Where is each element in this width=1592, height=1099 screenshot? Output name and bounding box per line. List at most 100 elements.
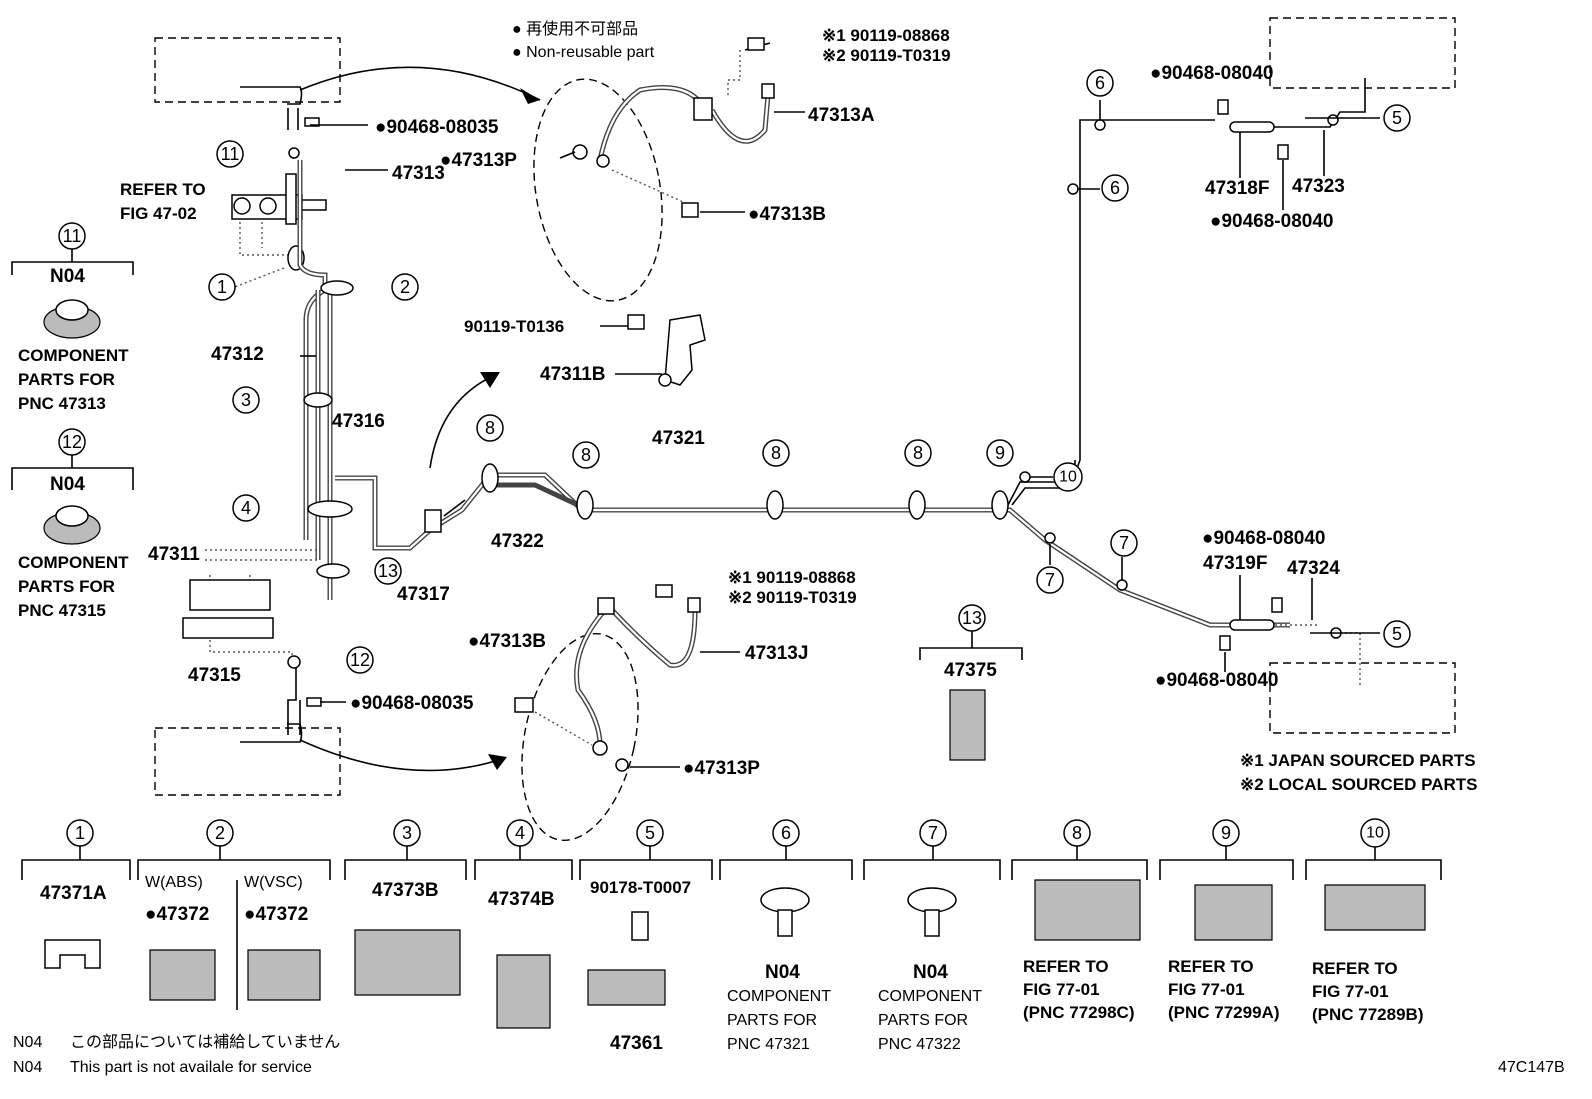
bolt-90119-T0136 [627, 314, 645, 330]
svg-text:PNC 47321: PNC 47321 [727, 1036, 810, 1053]
svg-text:N04: N04 [913, 962, 948, 983]
label-s1-bottom: ※1 90119-08868 [728, 568, 856, 587]
svg-text:PNC 47322: PNC 47322 [878, 1036, 961, 1053]
bottom-item-8: 8 REFER TO FIG 77-01 (PNC 77298C) [1011, 819, 1148, 1022]
svg-text:PNC 47315: PNC 47315 [18, 601, 106, 620]
svg-text:8: 8 [913, 443, 923, 463]
bolt-47313B-bottom [514, 697, 534, 713]
svg-text:●47372: ●47372 [145, 904, 209, 925]
svg-text:PARTS FOR: PARTS FOR [18, 370, 115, 389]
callout-9: 9 [986, 439, 1014, 467]
side-item-12-code: N04 [50, 474, 85, 495]
label-47375: 47375 [944, 660, 997, 681]
label-47315: 47315 [188, 665, 241, 686]
callout-11: 11 [216, 140, 244, 168]
label-47313A: 47313A [808, 105, 875, 126]
figure-id: 47C147B [1498, 1059, 1565, 1076]
svg-text:●47372: ●47372 [244, 904, 308, 925]
callout-3: 3 [232, 386, 260, 414]
bottom-item-5: 5 90178-T0007 47361 [579, 819, 713, 1054]
svg-text:(PNC 77289B): (PNC 77289B) [1312, 1005, 1424, 1024]
wheel-area-top [533, 78, 663, 302]
callout-6: 6 [1101, 174, 1129, 202]
refer-fig-line2: FIG 47-02 [120, 204, 197, 223]
label-47313J: 47313J [745, 643, 808, 664]
body-outline-top-right [1269, 17, 1456, 89]
note-japan-sourced: ※1 JAPAN SOURCED PARTS [1240, 751, 1476, 770]
hose-end-bottom [687, 597, 701, 613]
svg-text:12: 12 [62, 432, 82, 452]
clamp-2 [320, 280, 354, 296]
label-90119-T0136: 90119-T0136 [464, 317, 564, 336]
clamp-4 [307, 500, 353, 518]
svg-text:6: 6 [1095, 73, 1105, 93]
label-90468-08035-bottom: ●90468-08035 [350, 693, 474, 714]
body-outline-bottom-right [1269, 662, 1456, 734]
svg-text:3: 3 [241, 390, 251, 410]
svg-text:REFER TO: REFER TO [1312, 959, 1398, 978]
label-90468-08040-c: ●90468-08040 [1202, 528, 1325, 549]
svg-text:FIG 77-01: FIG 77-01 [1312, 982, 1389, 1001]
svg-text:10: 10 [1059, 469, 1077, 486]
svg-text:8: 8 [581, 445, 591, 465]
bleeder-bolt-top [747, 37, 765, 51]
clamp-13 [316, 563, 350, 579]
arrowhead [488, 754, 507, 770]
hose-47318F [1229, 121, 1275, 133]
clamp-8b [576, 490, 594, 520]
svg-text:4: 4 [241, 498, 251, 518]
label-s2-top: ※2 90119-T0319 [822, 46, 951, 65]
svg-text:13: 13 [378, 561, 398, 581]
actuator-body [189, 579, 271, 611]
callout-8: 8 [476, 414, 504, 442]
label-47316: 47316 [332, 411, 385, 432]
svg-text:(PNC 77298C): (PNC 77298C) [1023, 1003, 1135, 1022]
svg-text:47373B: 47373B [372, 880, 439, 901]
label-47311B: 47311B [540, 364, 606, 385]
clamp-8d [908, 490, 926, 520]
svg-text:6: 6 [1110, 178, 1120, 198]
side-item-12: 12 N04 COMPONENT PARTS FOR PNC 47315 [11, 428, 134, 620]
svg-text:5: 5 [1392, 108, 1402, 128]
banjo-bolt-top [572, 144, 588, 160]
svg-text:8: 8 [485, 418, 495, 438]
hose-end-top [761, 83, 775, 99]
n04-note-jp: この部品については補給していません [70, 1033, 340, 1051]
bottom-item-6: 6 N04 COMPONENT PARTS FOR PNC 47321 [719, 819, 853, 1053]
svg-text:N04: N04 [765, 962, 800, 983]
svg-text:5: 5 [645, 823, 655, 843]
callout-5: 5 [1383, 104, 1411, 132]
bleeder-bolt-bottom [655, 584, 673, 598]
svg-text:7: 7 [1045, 570, 1055, 590]
callout-8: 8 [572, 441, 600, 469]
svg-text:47374B: 47374B [488, 889, 555, 910]
svg-text:COMPONENT: COMPONENT [727, 988, 831, 1005]
hose-bracket-bottom [597, 597, 615, 615]
svg-text:COMPONENT: COMPONENT [878, 988, 982, 1005]
svg-text:47361: 47361 [610, 1033, 663, 1054]
body-outline-bottom-left [154, 727, 341, 796]
label-47324: 47324 [1287, 558, 1340, 579]
side-item-11-code: N04 [50, 266, 85, 287]
clip-47375 [949, 689, 986, 761]
n04-note-en: This part is not availale for service [70, 1059, 312, 1076]
label-47323: 47323 [1292, 176, 1345, 197]
svg-text:REFER TO: REFER TO [1168, 957, 1254, 976]
svg-text:W(ABS): W(ABS) [145, 874, 203, 891]
svg-text:4: 4 [515, 823, 525, 843]
svg-text:8: 8 [1072, 823, 1082, 843]
mount-tube-bottom [240, 723, 303, 743]
arrow-curve-bottom-left [299, 739, 506, 772]
hose-47313J-right [610, 608, 698, 668]
hose-47313A-upper [597, 85, 708, 161]
clamp-7a [1044, 532, 1056, 544]
clamp-3 [303, 392, 333, 408]
svg-text:7: 7 [1119, 533, 1129, 553]
svg-text:6: 6 [781, 823, 791, 843]
svg-text:47371A: 47371A [40, 883, 107, 904]
svg-text:10: 10 [1366, 825, 1384, 842]
label-90468-08040-b: ●90468-08040 [1210, 211, 1333, 232]
svg-text:11: 11 [221, 144, 240, 164]
bottom-item-9: 9 REFER TO FIG 77-01 (PNC 77299A) [1159, 819, 1294, 1022]
